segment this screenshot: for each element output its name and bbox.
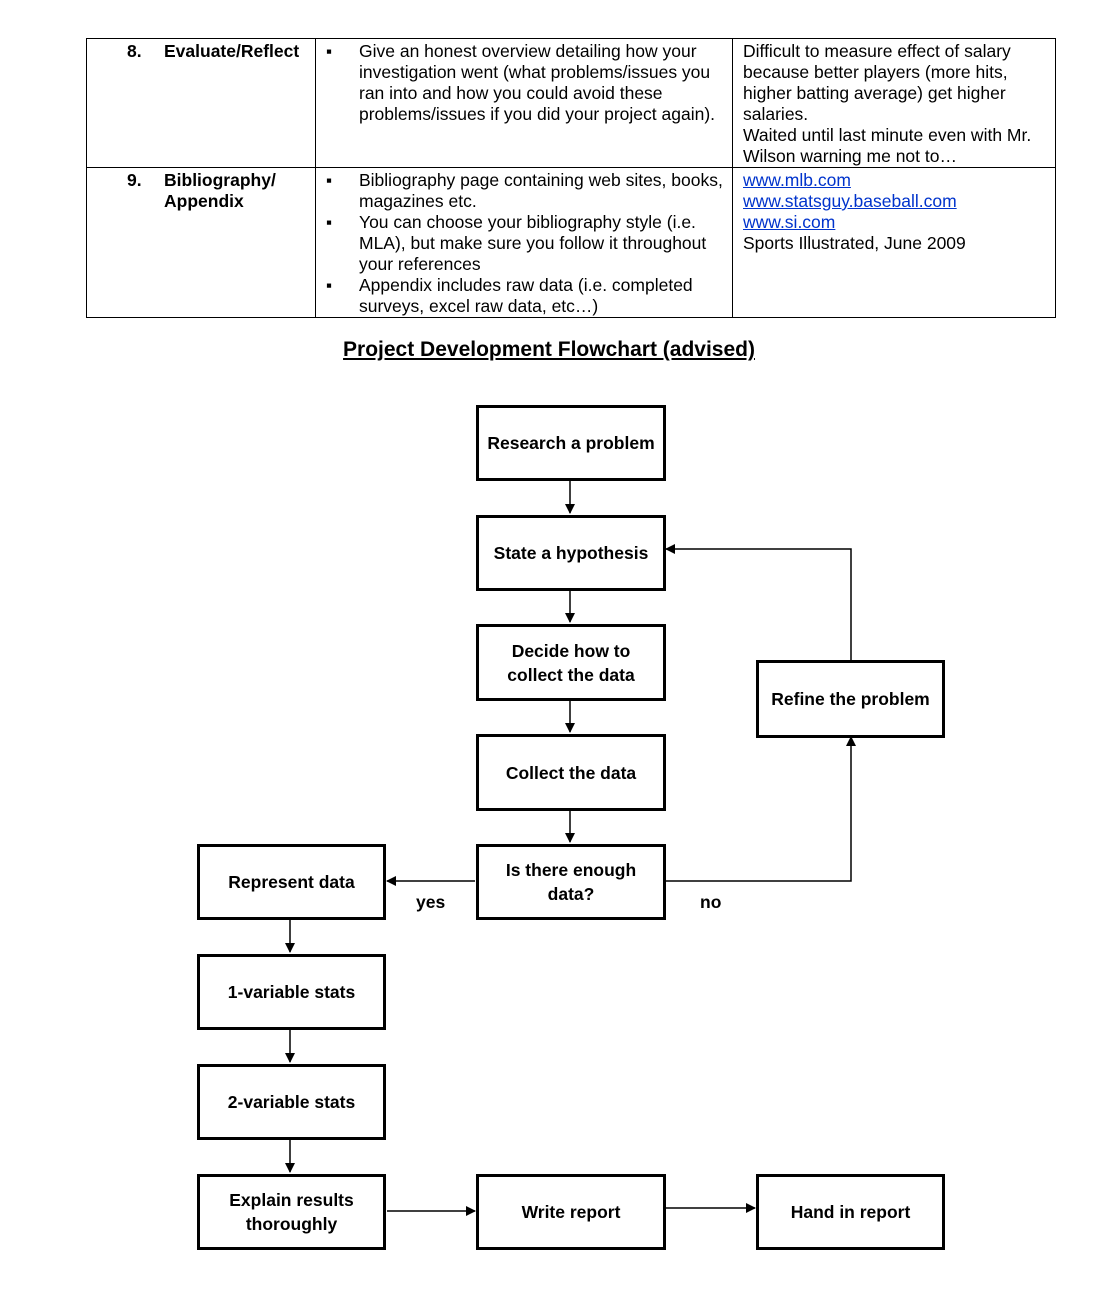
list-item: Appendix includes raw data (i.e. complet… [326, 275, 728, 317]
list-item: Give an honest overview detailing how yo… [326, 41, 728, 125]
yes-label: yes [416, 892, 446, 912]
arrow [666, 736, 856, 882]
step-heading: 9. Bibliography/ Appendix [87, 168, 315, 212]
table-row: 8. Evaluate/Reflect Give an honest overv… [86, 38, 1056, 168]
requirements-list: Bibliography page containing web sites, … [316, 168, 732, 317]
requirements-list: Give an honest overview detailing how yo… [316, 39, 732, 125]
arrow [665, 544, 852, 660]
step-title: Evaluate/Reflect [164, 41, 300, 61]
example-text: Difficult to measure effect of salary be… [743, 41, 1011, 124]
flowchart-title: Project Development Flowchart (advised) [343, 338, 755, 361]
bibliography-link[interactable]: www.statsguy.baseball.com [743, 191, 957, 211]
example-cell: www.mlb.com www.statsguy.baseball.com ww… [733, 168, 1055, 254]
box-represent-data: Represent data [197, 844, 386, 920]
bibliography-link[interactable]: www.si.com [743, 212, 836, 232]
step-heading: 8. Evaluate/Reflect [87, 39, 315, 62]
box-decide-collection: Decide how to collect the data [476, 624, 666, 701]
example-text: Sports Illustrated, June 2009 [743, 233, 966, 253]
criteria-table: 8. Evaluate/Reflect Give an honest overv… [86, 38, 1056, 318]
table-row: 9. Bibliography/ Appendix Bibliography p… [86, 167, 1056, 318]
example-cell: Difficult to measure effect of salary be… [733, 39, 1055, 167]
box-write-report: Write report [476, 1174, 666, 1250]
step-title: Bibliography/ [164, 170, 276, 190]
box-research-problem: Research a problem [476, 405, 666, 481]
box-state-hypothesis: State a hypothesis [476, 515, 666, 591]
step-number: 9. [127, 170, 142, 190]
box-explain-results: Explain results thoroughly [197, 1174, 386, 1250]
step-number: 8. [127, 41, 142, 61]
box-collect-data: Collect the data [476, 734, 666, 811]
no-label: no [700, 892, 722, 912]
example-text: Waited until last minute even with Mr. W… [743, 125, 1032, 166]
list-item: Bibliography page containing web sites, … [326, 170, 728, 212]
box-one-variable-stats: 1-variable stats [197, 954, 386, 1030]
box-enough-data-decision: Is there enough data? [476, 844, 666, 920]
box-hand-in-report: Hand in report [756, 1174, 945, 1250]
box-two-variable-stats: 2-variable stats [197, 1064, 386, 1140]
list-item: You can choose your bibliography style (… [326, 212, 728, 275]
box-refine-problem: Refine the problem [756, 660, 945, 738]
bibliography-link[interactable]: www.mlb.com [743, 170, 851, 190]
step-title: Appendix [164, 191, 244, 211]
